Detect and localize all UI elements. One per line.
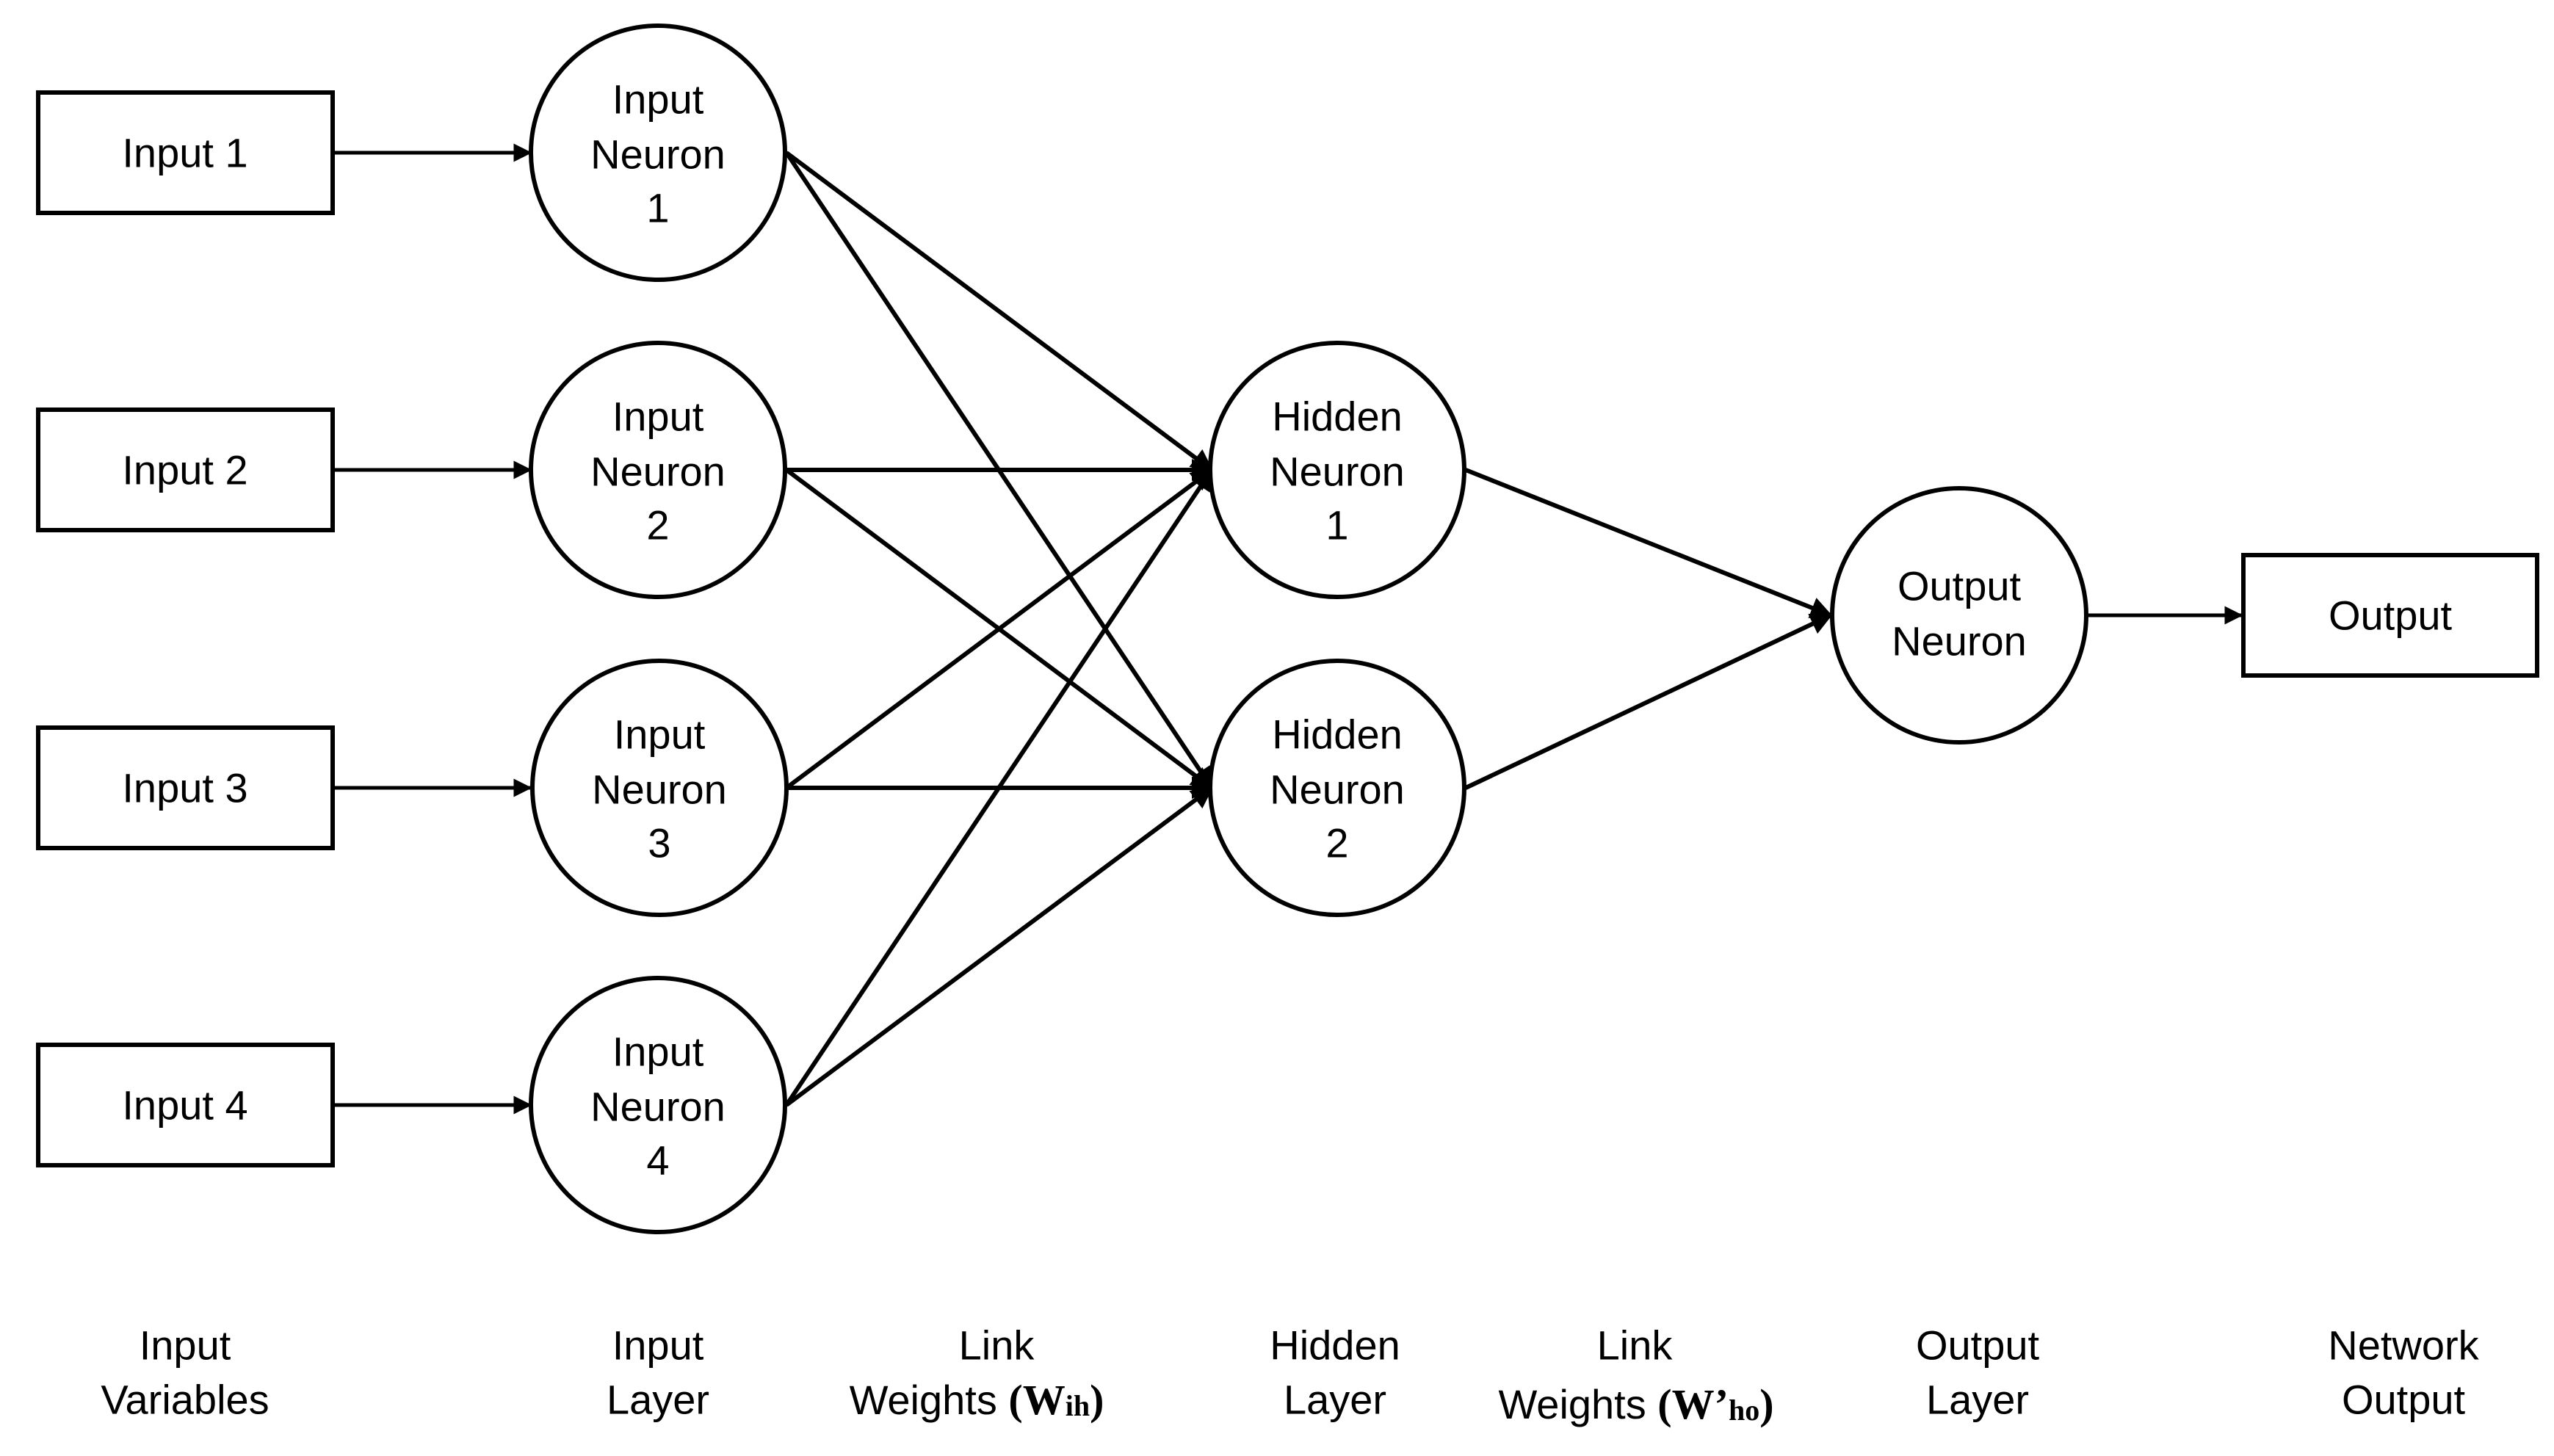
label-output-layer: Output Layer	[1916, 1322, 2040, 1423]
input-box-3-label: Input 3	[122, 765, 247, 811]
input-box-2-label: Input 2	[122, 447, 247, 493]
input-neuron-1-line2: Neuron	[590, 131, 726, 178]
label-link-weights-ho-line1: Link	[1597, 1322, 1674, 1369]
input-neuron-2: Input Neuron 2	[529, 341, 787, 599]
hidden-neuron-2-line3: 2	[1325, 820, 1348, 866]
input-neuron-2-line2: Neuron	[590, 449, 726, 495]
input-neuron-4-line3: 4	[646, 1137, 669, 1184]
input-neuron-2-line1: Input	[612, 394, 704, 440]
hidden-neuron-1-line2: Neuron	[1270, 449, 1405, 495]
input-arrows	[333, 143, 532, 1115]
label-input-layer: Input Layer	[607, 1322, 709, 1423]
input-neuron-3-line3: 3	[648, 820, 670, 866]
input-neuron-1-line3: 1	[646, 185, 669, 231]
weight-ih-open-paren: (	[1008, 1376, 1022, 1424]
output-box: Output	[2241, 553, 2539, 678]
output-neuron: Output Neuron	[1830, 486, 2088, 745]
label-link-weights-ih-line1: Link	[959, 1322, 1035, 1369]
label-network-output: Network Output	[2328, 1322, 2479, 1423]
input-neuron-3: Input Neuron 3	[530, 659, 789, 917]
input-layer-neurons: Input Neuron 1 Input Neuron 2 Input Neur…	[529, 23, 789, 1234]
output-neuron-line1: Output	[1898, 563, 2022, 609]
hidden-layer-neurons: Hidden Neuron 1 Hidden Neuron 2	[1208, 341, 1466, 917]
label-output-layer-line2: Layer	[1926, 1377, 2029, 1423]
hidden-neuron-1-line3: 1	[1325, 502, 1348, 548]
weight-ih-symbol: W	[1023, 1376, 1066, 1424]
label-output-layer-line1: Output	[1916, 1322, 2040, 1369]
hidden-neuron-1: Hidden Neuron 1	[1208, 341, 1466, 599]
input-neuron-1-line1: Input	[612, 76, 704, 123]
input-box-3: Input 3	[36, 725, 335, 850]
link-h1-out	[1464, 468, 1833, 618]
label-network-output-line2: Output	[2342, 1377, 2466, 1423]
weight-ho-subscript: ho	[1729, 1394, 1759, 1427]
label-hidden-layer-line1: Hidden	[1270, 1322, 1400, 1369]
label-link-weights-ih-word: Weights	[850, 1377, 997, 1423]
input-neuron-4-line2: Neuron	[590, 1084, 726, 1130]
input-neuron-3-line1: Input	[614, 711, 706, 758]
input-box-1: Input 1	[36, 90, 335, 215]
input-neuron-3-line2: Neuron	[592, 767, 727, 813]
label-link-weights-ho: Link Weights (W’ho)	[1498, 1322, 1773, 1428]
hidden-output-links	[1464, 468, 1833, 790]
hidden-neuron-2-line1: Hidden	[1272, 711, 1402, 758]
input-neuron-4: Input Neuron 4	[529, 976, 787, 1234]
label-link-weights-ih: Link Weights (Wih)	[850, 1322, 1104, 1424]
weight-ho-close-paren: )	[1759, 1380, 1773, 1428]
link-in4-h2	[785, 786, 1214, 1107]
input-neuron-4-line1: Input	[612, 1029, 704, 1075]
hidden-neuron-2-line2: Neuron	[1270, 767, 1405, 813]
output-box-label: Output	[2329, 593, 2453, 639]
hidden-neuron-2: Hidden Neuron 2	[1208, 659, 1466, 917]
label-input-layer-line2: Layer	[607, 1377, 709, 1423]
input-hidden-links	[784, 151, 1214, 1107]
label-input-variables-line2: Variables	[101, 1377, 269, 1423]
weight-ih-subscript: ih	[1066, 1389, 1090, 1422]
input-box-2: Input 2	[36, 408, 335, 532]
label-network-output-line1: Network	[2328, 1322, 2479, 1369]
link-in1-h1	[785, 151, 1214, 472]
hidden-neuron-1-line1: Hidden	[1272, 394, 1402, 440]
column-labels: Input Variables Input Layer Link Weights…	[101, 1322, 2479, 1428]
label-hidden-layer-line2: Layer	[1284, 1377, 1386, 1423]
label-input-layer-line1: Input	[612, 1322, 704, 1369]
input-box-1-label: Input 1	[122, 130, 247, 176]
label-link-weights-ih-line2: Weights (Wih)	[850, 1376, 1104, 1424]
weight-ho-symbol: W’	[1672, 1380, 1729, 1428]
label-link-weights-ho-line2: Weights (W’ho)	[1498, 1380, 1773, 1428]
input-variable-boxes: Input 1 Input 2 Input 3 Input 4	[36, 90, 335, 1167]
label-input-variables-line1: Input	[140, 1322, 231, 1369]
label-link-weights-ho-word: Weights	[1498, 1381, 1646, 1427]
link-in3-h1	[785, 468, 1214, 790]
link-h2-out	[1464, 613, 1833, 790]
label-hidden-layer: Hidden Layer	[1270, 1322, 1400, 1423]
weight-ho-open-paren: (	[1657, 1380, 1671, 1428]
input-box-4-label: Input 4	[122, 1082, 247, 1129]
input-neuron-2-line3: 2	[646, 502, 669, 548]
link-in4-h1	[784, 468, 1214, 1107]
weight-ih-close-paren: )	[1090, 1376, 1104, 1424]
output-neuron-line2: Neuron	[1892, 618, 2027, 664]
input-box-4: Input 4	[36, 1043, 335, 1167]
label-input-variables: Input Variables	[101, 1322, 269, 1423]
input-neuron-1: Input Neuron 1	[529, 23, 787, 282]
